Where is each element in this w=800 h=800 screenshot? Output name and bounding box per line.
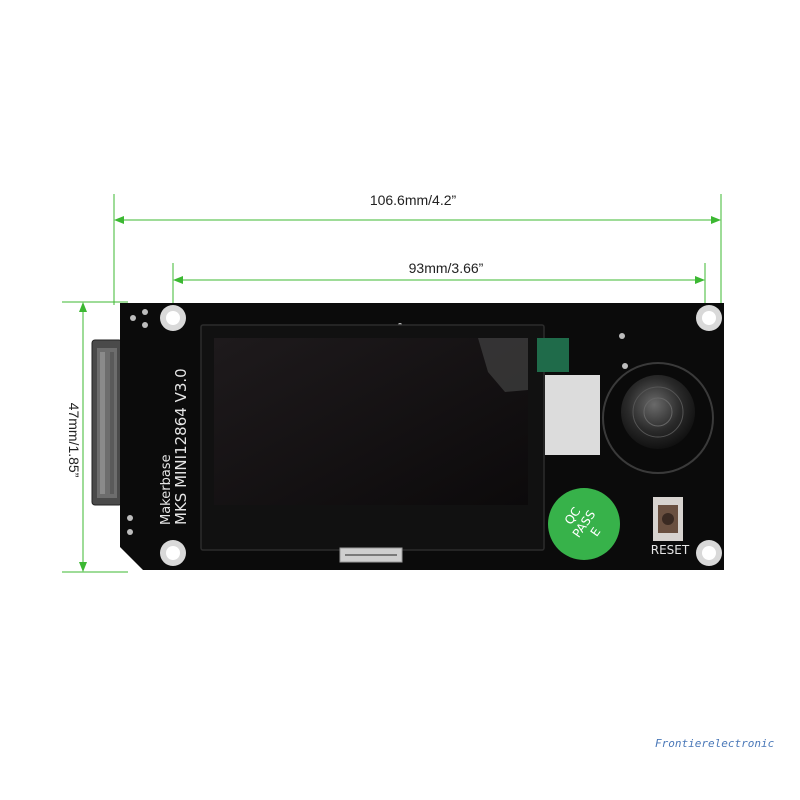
- watermark: Frontierelectronic: [655, 737, 775, 750]
- brand-silkscreen: Makerbase: [159, 454, 174, 525]
- mounting-holes: [160, 305, 722, 566]
- lcd-display: [200, 324, 600, 563]
- spacing-label-bg: [394, 258, 498, 278]
- width-label-bg: [358, 190, 468, 210]
- dimension-lines: [62, 194, 722, 573]
- qc-pass-sticker: QC PASS E: [548, 488, 620, 560]
- hole-spacing-label: 93mm/3.66”: [409, 260, 484, 276]
- rotary-encoder-knob: [602, 362, 714, 474]
- reset-label: RESET: [651, 543, 690, 557]
- sd-card-slot: [91, 339, 123, 506]
- overall-width-label: 106.6mm/4.2”: [370, 192, 457, 208]
- reset-button: [653, 497, 683, 541]
- height-label: 47mm/1.85”: [66, 403, 82, 478]
- model-silkscreen: MKS MINI12864 V3.0: [172, 368, 190, 525]
